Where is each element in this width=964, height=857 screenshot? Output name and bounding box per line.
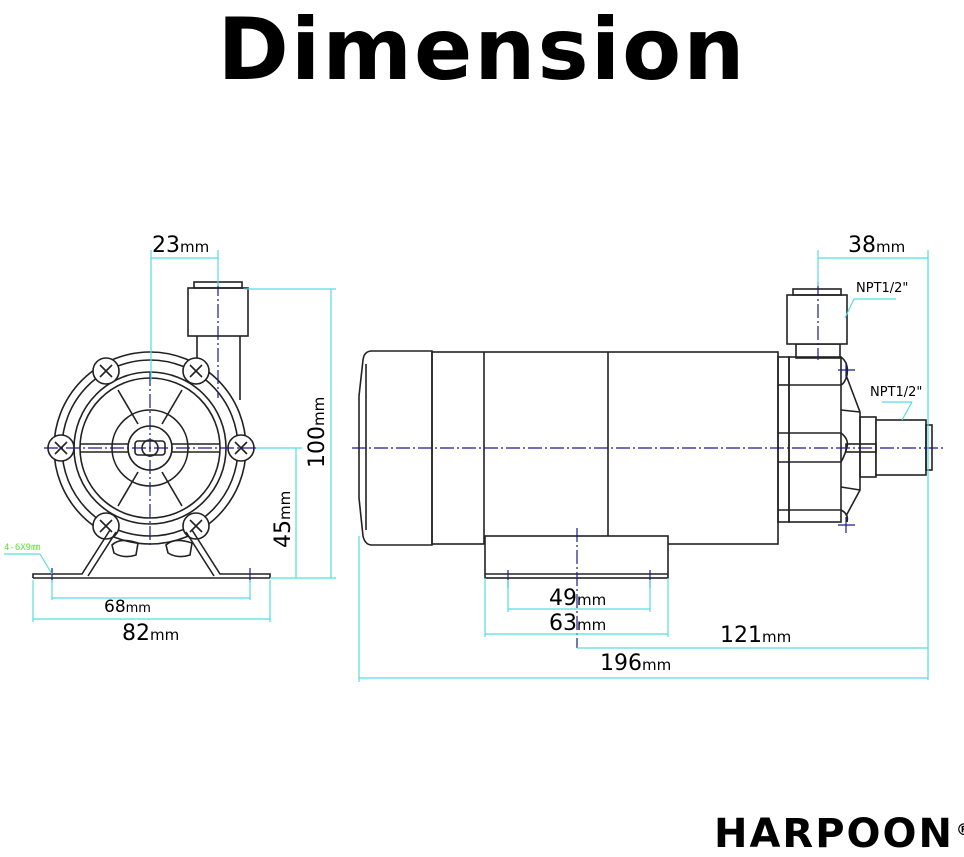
brand-logo: HARPOON® bbox=[714, 812, 964, 856]
dim-overall-length: 196mm bbox=[600, 651, 671, 676]
dim-center-height: 45mm bbox=[271, 491, 296, 548]
motor-end-cap bbox=[358, 350, 433, 546]
thread-label-inlet: NPT1/2" bbox=[870, 385, 922, 400]
thread-label-outlet: NPT1/2" bbox=[856, 281, 908, 296]
dim-hole-spacing: 68mm bbox=[104, 597, 151, 617]
screw-icon bbox=[227, 434, 255, 462]
outlet-fitting-side bbox=[786, 294, 848, 345]
screw-icon bbox=[182, 357, 210, 385]
screw-icon bbox=[182, 512, 210, 540]
dim-total-height: 100mm bbox=[305, 397, 330, 468]
side-view: 38mm NPT1/2" NPT1/2" 49mm 63mm 121mm 196… bbox=[352, 233, 944, 682]
mounting-hole-label: 4-6X9㎜ bbox=[4, 543, 40, 553]
pump-head bbox=[788, 356, 842, 523]
brand-name: HARPOON bbox=[714, 811, 955, 857]
registered-mark: ® bbox=[956, 820, 964, 839]
dim-outlet-to-inlet: 38mm bbox=[848, 233, 905, 258]
screw-icon bbox=[92, 512, 120, 540]
dim-foot-length: 63mm bbox=[549, 611, 606, 636]
front-view: 4-6X9㎜ 23mm 68mm 82mm 100mm 45mm bbox=[4, 233, 336, 646]
dim-foot-center-to-inlet: 121mm bbox=[720, 623, 791, 648]
screw-icon bbox=[92, 357, 120, 385]
dim-base-width: 82mm bbox=[122, 621, 179, 646]
page-title: Dimension bbox=[217, 0, 747, 100]
dim-inlet-offset: 23mm bbox=[152, 233, 209, 258]
dim-foot-hole-spacing: 49mm bbox=[549, 586, 606, 611]
